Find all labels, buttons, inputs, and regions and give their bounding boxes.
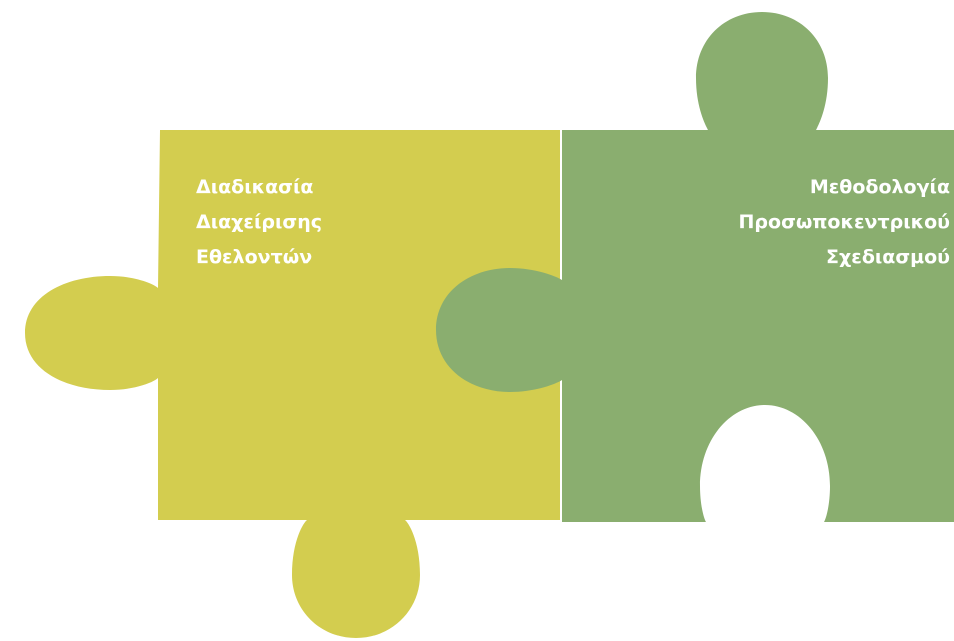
piece-left-label-line: Διαχείρισης	[196, 211, 322, 233]
piece-left-label: Διαδικασία Διαχείρισης Εθελοντών	[196, 170, 322, 275]
piece-right-label-line: Σχεδιασμού	[826, 246, 950, 268]
piece-right-label-line: Μεθοδολογία	[809, 176, 950, 198]
puzzle-piece-right	[436, 12, 954, 522]
piece-right-label-line: Προσωποκεντρικού	[738, 211, 950, 233]
piece-left-label-line: Διαδικασία	[196, 176, 314, 198]
piece-left-label-line: Εθελοντών	[196, 246, 313, 268]
piece-right-label: Μεθοδολογία Προσωποκεντρικού Σχεδιασμού	[739, 170, 950, 275]
puzzle-piece-left	[25, 130, 560, 638]
